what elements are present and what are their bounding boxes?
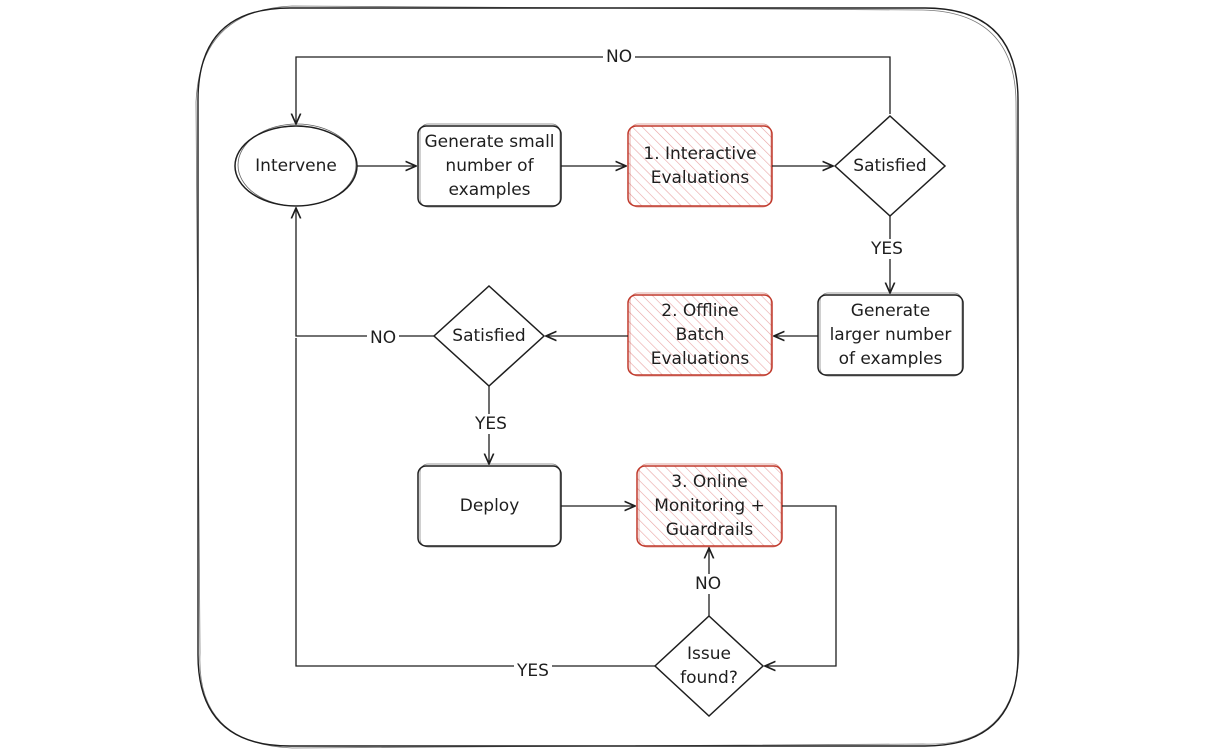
offline-evaluations-node (627, 294, 773, 376)
edge-label-yes-issue: YES (514, 661, 552, 681)
satisfied-2-label: Satisfied (452, 326, 526, 346)
outer-frame (197, 7, 1019, 747)
edge-satisfied-2-no (296, 208, 434, 337)
generate-large-node (817, 294, 964, 376)
outer-frame-sketch (195, 5, 1020, 749)
edge-label-yes-1: YES (868, 239, 906, 259)
edge-satisfied-no-loop (296, 56, 891, 124)
edge-online-to-issue (765, 505, 837, 666)
edge-label-yes-2: YES (472, 414, 510, 434)
issue-found-label: Issue found? (680, 644, 738, 688)
offline-evaluations-label: 2. Offline Batch Evaluations (650, 301, 750, 369)
edge-label-no-issue: NO (692, 574, 725, 594)
edge-label-no-top: NO (603, 47, 636, 67)
edge-label-no-left: NO (367, 328, 400, 348)
deploy-label: Deploy (459, 496, 520, 516)
generate-large-label: Generate larger number of examples (829, 301, 952, 369)
interactive-evaluations-label: 1. Interactive Evaluations (643, 144, 757, 188)
satisfied-1-label: Satisfied (853, 156, 927, 176)
generate-small-label: Generate small number of examples (424, 132, 555, 200)
issue-found-node (653, 614, 765, 718)
online-monitoring-label: 3. Online Monitoring + Guardrails (654, 472, 765, 540)
intervene-label: Intervene (255, 156, 337, 176)
